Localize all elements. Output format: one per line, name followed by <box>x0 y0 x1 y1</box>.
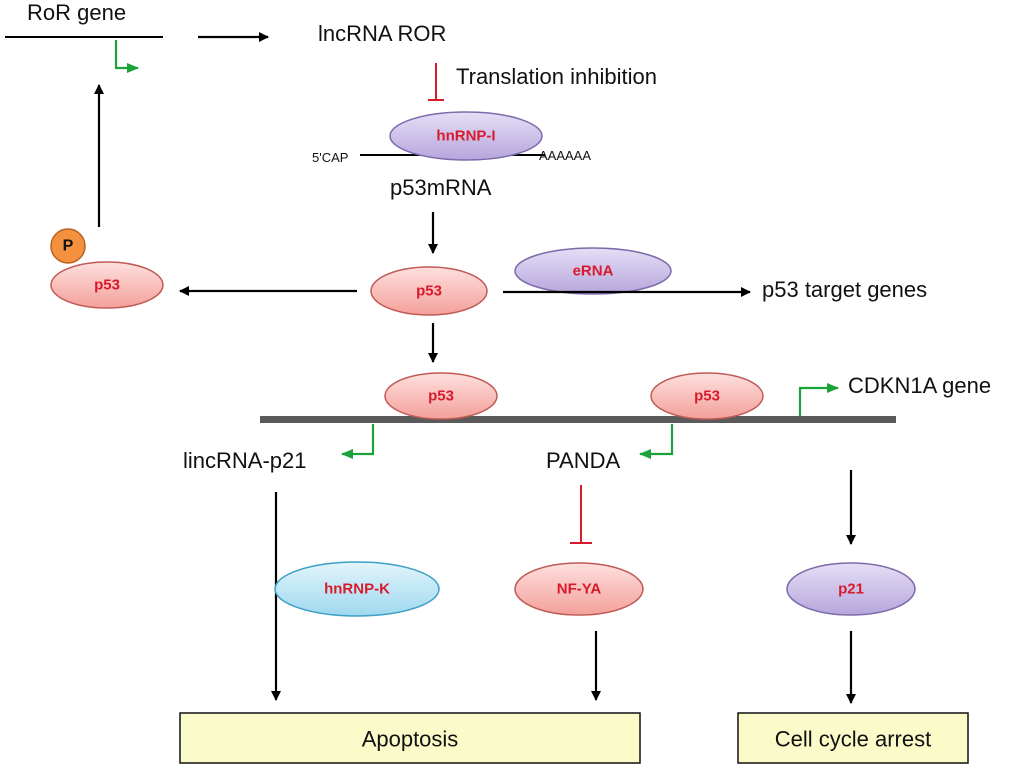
lincrna-p21-label: lincRNA-p21 <box>183 448 307 473</box>
hnrnp-i-label: hnRNP-I <box>436 128 495 145</box>
lncrna-ror-label: lncRNA ROR <box>318 21 446 46</box>
apoptosis-label: Apoptosis <box>362 727 459 752</box>
phospho-label: P <box>63 238 74 255</box>
lincrna-p21-promoter-arrow-icon <box>341 424 375 459</box>
cdkn1a-promoter-arrow-icon <box>798 383 839 416</box>
p21-node <box>786 562 916 616</box>
cdkn1a-gene-label: CDKN1A gene <box>848 373 991 398</box>
nf-ya-node <box>514 562 644 616</box>
p53-bound-right-node <box>650 372 764 420</box>
p53-bound-left-node <box>384 372 498 420</box>
erna-node <box>514 247 672 295</box>
p53-center-label: p53 <box>416 283 442 300</box>
p53-phospho-node <box>50 261 164 309</box>
hnrnp-i-node <box>389 111 543 161</box>
phospho-circle-icon <box>50 228 86 264</box>
ror-promoter-arrow-icon <box>114 40 139 73</box>
five-cap-label: 5'CAP <box>312 150 348 165</box>
panda-promoter-arrow-icon <box>639 424 674 459</box>
p53-target-genes-label: p53 target genes <box>762 277 927 302</box>
panda-label: PANDA <box>546 448 620 473</box>
p53-bound-right-label: p53 <box>694 388 720 405</box>
p53-bound-left-label: p53 <box>428 388 454 405</box>
hnrnp-k-label: hnRNP-K <box>324 581 390 598</box>
apoptosis-box <box>179 712 641 764</box>
dna-bar <box>260 416 896 423</box>
poly-a-label: AAAAAA <box>539 148 591 163</box>
cell-cycle-arrest-box <box>737 712 969 764</box>
hnrnp-k-node <box>274 561 440 617</box>
cell-cycle-arrest-label: Cell cycle arrest <box>775 727 931 752</box>
erna-label: eRNA <box>573 263 614 280</box>
p53-mrna-label: p53mRNA <box>390 175 492 200</box>
ror-gene-label: RoR gene <box>27 0 126 25</box>
translation-inhibition-label: Translation inhibition <box>456 64 657 89</box>
nf-ya-label: NF-YA <box>557 581 602 598</box>
p53-phospho-label: p53 <box>94 277 120 294</box>
p21-label: p21 <box>838 581 864 598</box>
p53-center-node <box>370 266 488 316</box>
